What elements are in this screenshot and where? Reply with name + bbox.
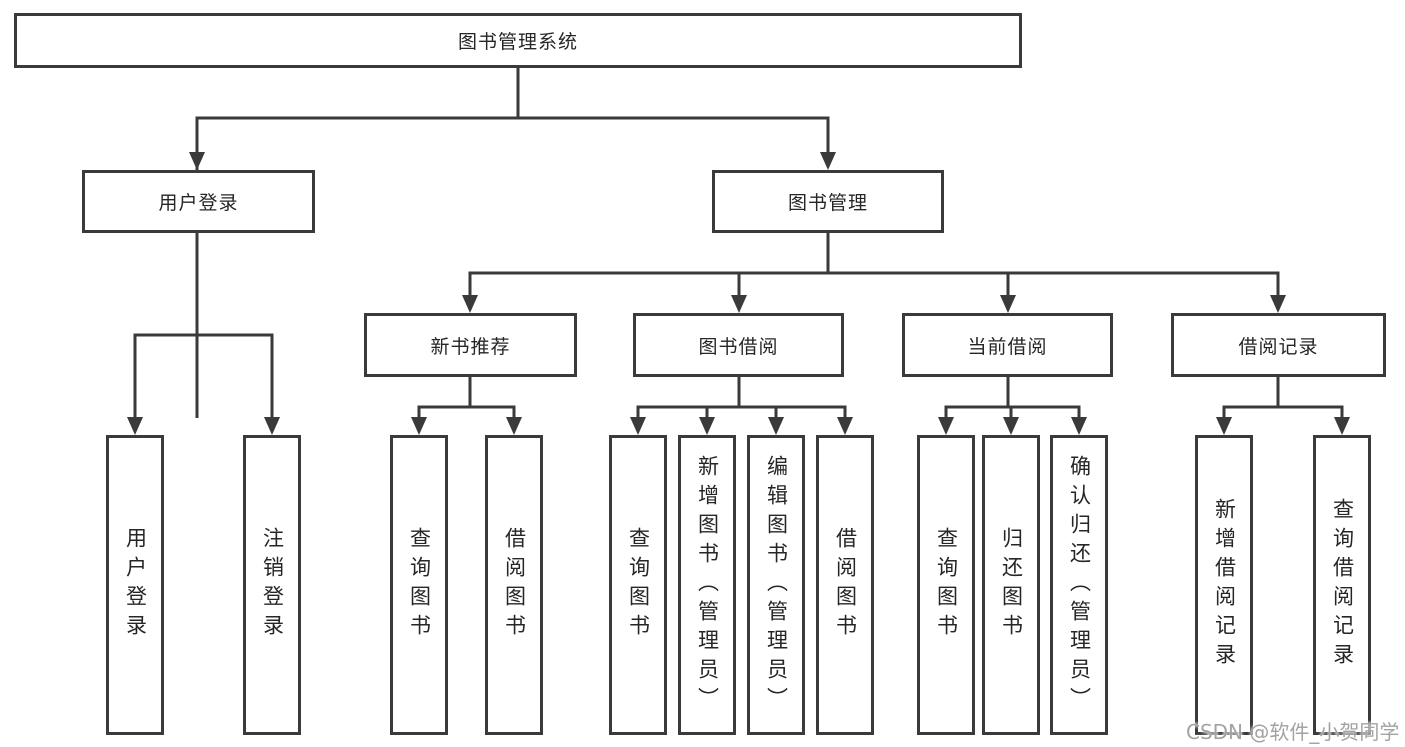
connector-current-borrow-to-leaves [938, 375, 1087, 435]
connector-user-login-to-leaves [127, 231, 280, 435]
connector-borrow-record-to-leaves [1216, 375, 1350, 435]
leaf-add-borrow-record: 新增借阅记录 [1195, 435, 1253, 735]
leaf-query-books-recommend: 查询图书 [390, 435, 448, 735]
leaf-add-books-admin: 新增图书（管理员） [678, 435, 736, 735]
node-current-borrowing: 当前借阅 [902, 313, 1113, 377]
connector-book-borrow-to-leaves [630, 375, 853, 435]
node-new-book-recommendation: 新书推荐 [364, 313, 577, 377]
leaf-logout: 注销登录 [243, 435, 301, 735]
csdn-watermark: CSDN @软件_小贺同学 [1186, 720, 1400, 744]
leaf-user-login: 用户登录 [106, 435, 164, 735]
connector-book-mgmt-to-level3 [462, 231, 1286, 313]
leaf-edit-books-admin: 编辑图书（管理员） [747, 435, 805, 735]
leaf-query-borrow-record: 查询借阅记录 [1313, 435, 1371, 735]
node-book-management: 图书管理 [712, 170, 944, 233]
leaf-query-books-borrowing: 查询图书 [609, 435, 667, 735]
leaf-confirm-return-admin: 确认归还（管理员） [1050, 435, 1108, 735]
connector-new-book-rec-to-leaves [411, 375, 522, 435]
node-user-login: 用户登录 [82, 170, 315, 233]
node-book-borrowing: 图书借阅 [633, 313, 844, 377]
leaf-return-books: 归还图书 [982, 435, 1040, 735]
leaf-borrow-books-borrowing: 借阅图书 [816, 435, 874, 735]
node-borrowing-records: 借阅记录 [1171, 313, 1386, 377]
leaf-query-books-current: 查询图书 [917, 435, 975, 735]
leaf-borrow-books-recommend: 借阅图书 [485, 435, 543, 735]
node-book-management-system: 图书管理系统 [14, 13, 1022, 68]
